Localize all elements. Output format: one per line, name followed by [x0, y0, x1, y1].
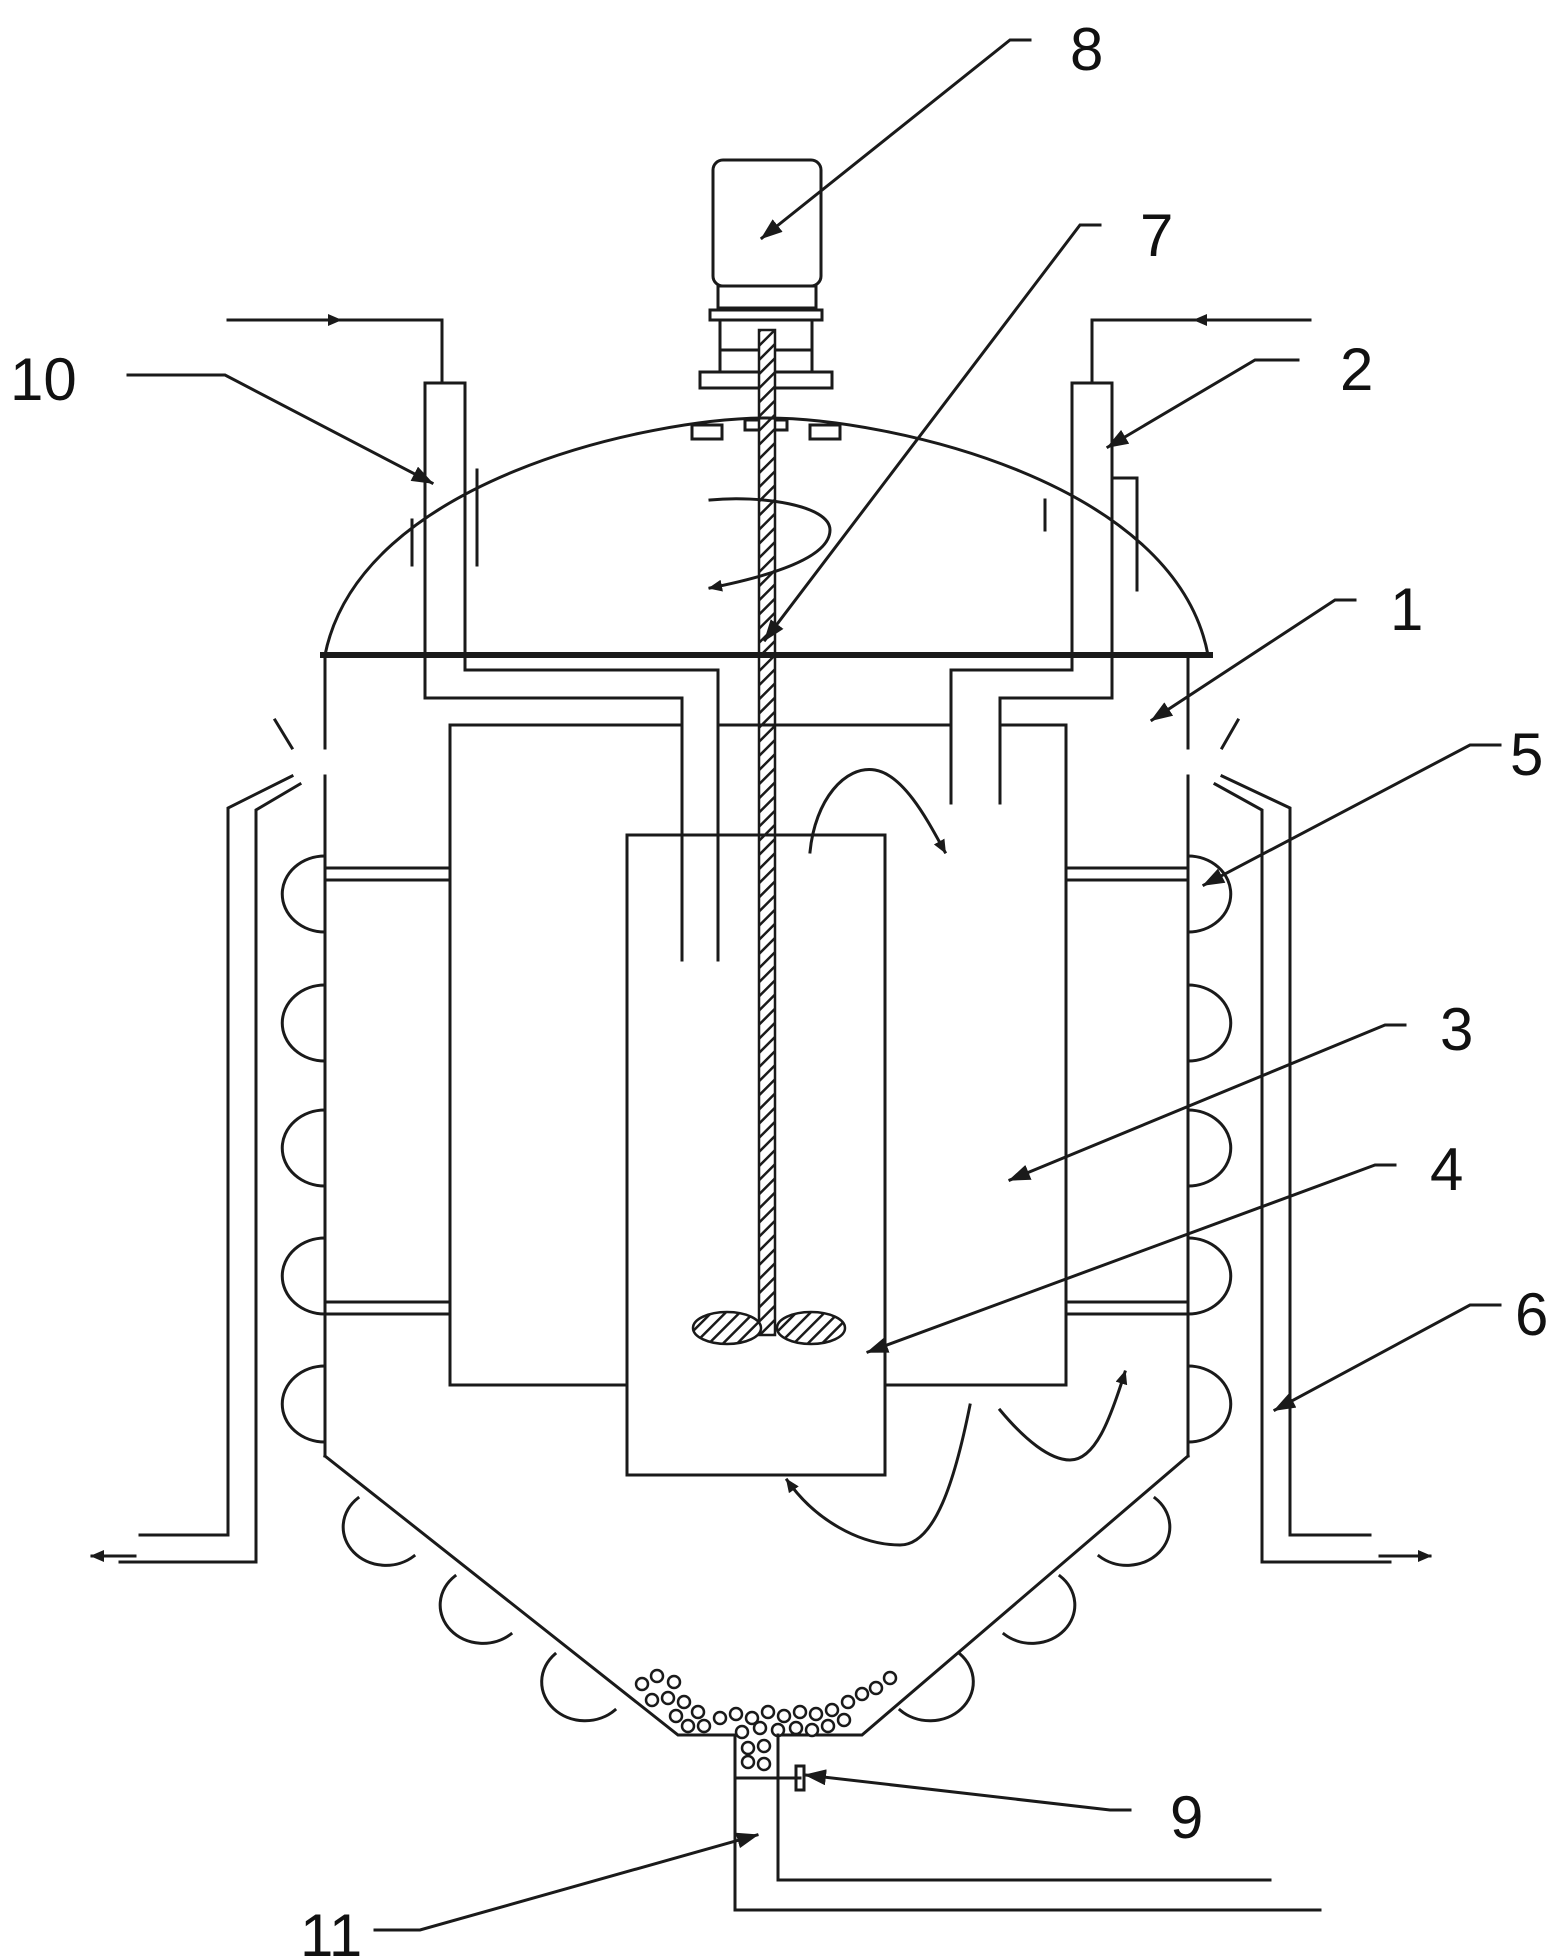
label-3: 3 [1440, 996, 1473, 1063]
feed-pipe-right [949, 314, 1312, 805]
label-9: 9 [1170, 1784, 1203, 1851]
label-1: 1 [1390, 576, 1423, 643]
label-2: 2 [1340, 336, 1373, 403]
outer-cylinder [448, 723, 1068, 1387]
label-6: 6 [1515, 1281, 1548, 1348]
discharge-pipe [733, 1733, 1322, 1912]
label-7: 7 [1140, 202, 1173, 269]
flow-arrows [708, 497, 1128, 1547]
heating-coils [280, 854, 1233, 1723]
tank-body [322, 655, 1191, 1737]
label-8: 8 [1070, 16, 1103, 83]
feed-pipe-left [226, 314, 720, 962]
label-4: 4 [1430, 1136, 1463, 1203]
stirring-shaft [757, 328, 777, 1337]
outer-jacket [90, 717, 1432, 1564]
support-struts [323, 866, 1190, 1316]
label-5: 5 [1510, 721, 1543, 788]
discharge-valve [776, 1764, 806, 1792]
impeller-blade-right [775, 1310, 847, 1346]
impeller-blade-left [691, 1310, 763, 1346]
precipitate-particles [634, 1668, 898, 1772]
label-10: 10 [10, 346, 77, 413]
leader-lines [126, 38, 1502, 1932]
label-11: 11 [300, 1902, 362, 1959]
inner-cylinder [625, 833, 887, 1477]
